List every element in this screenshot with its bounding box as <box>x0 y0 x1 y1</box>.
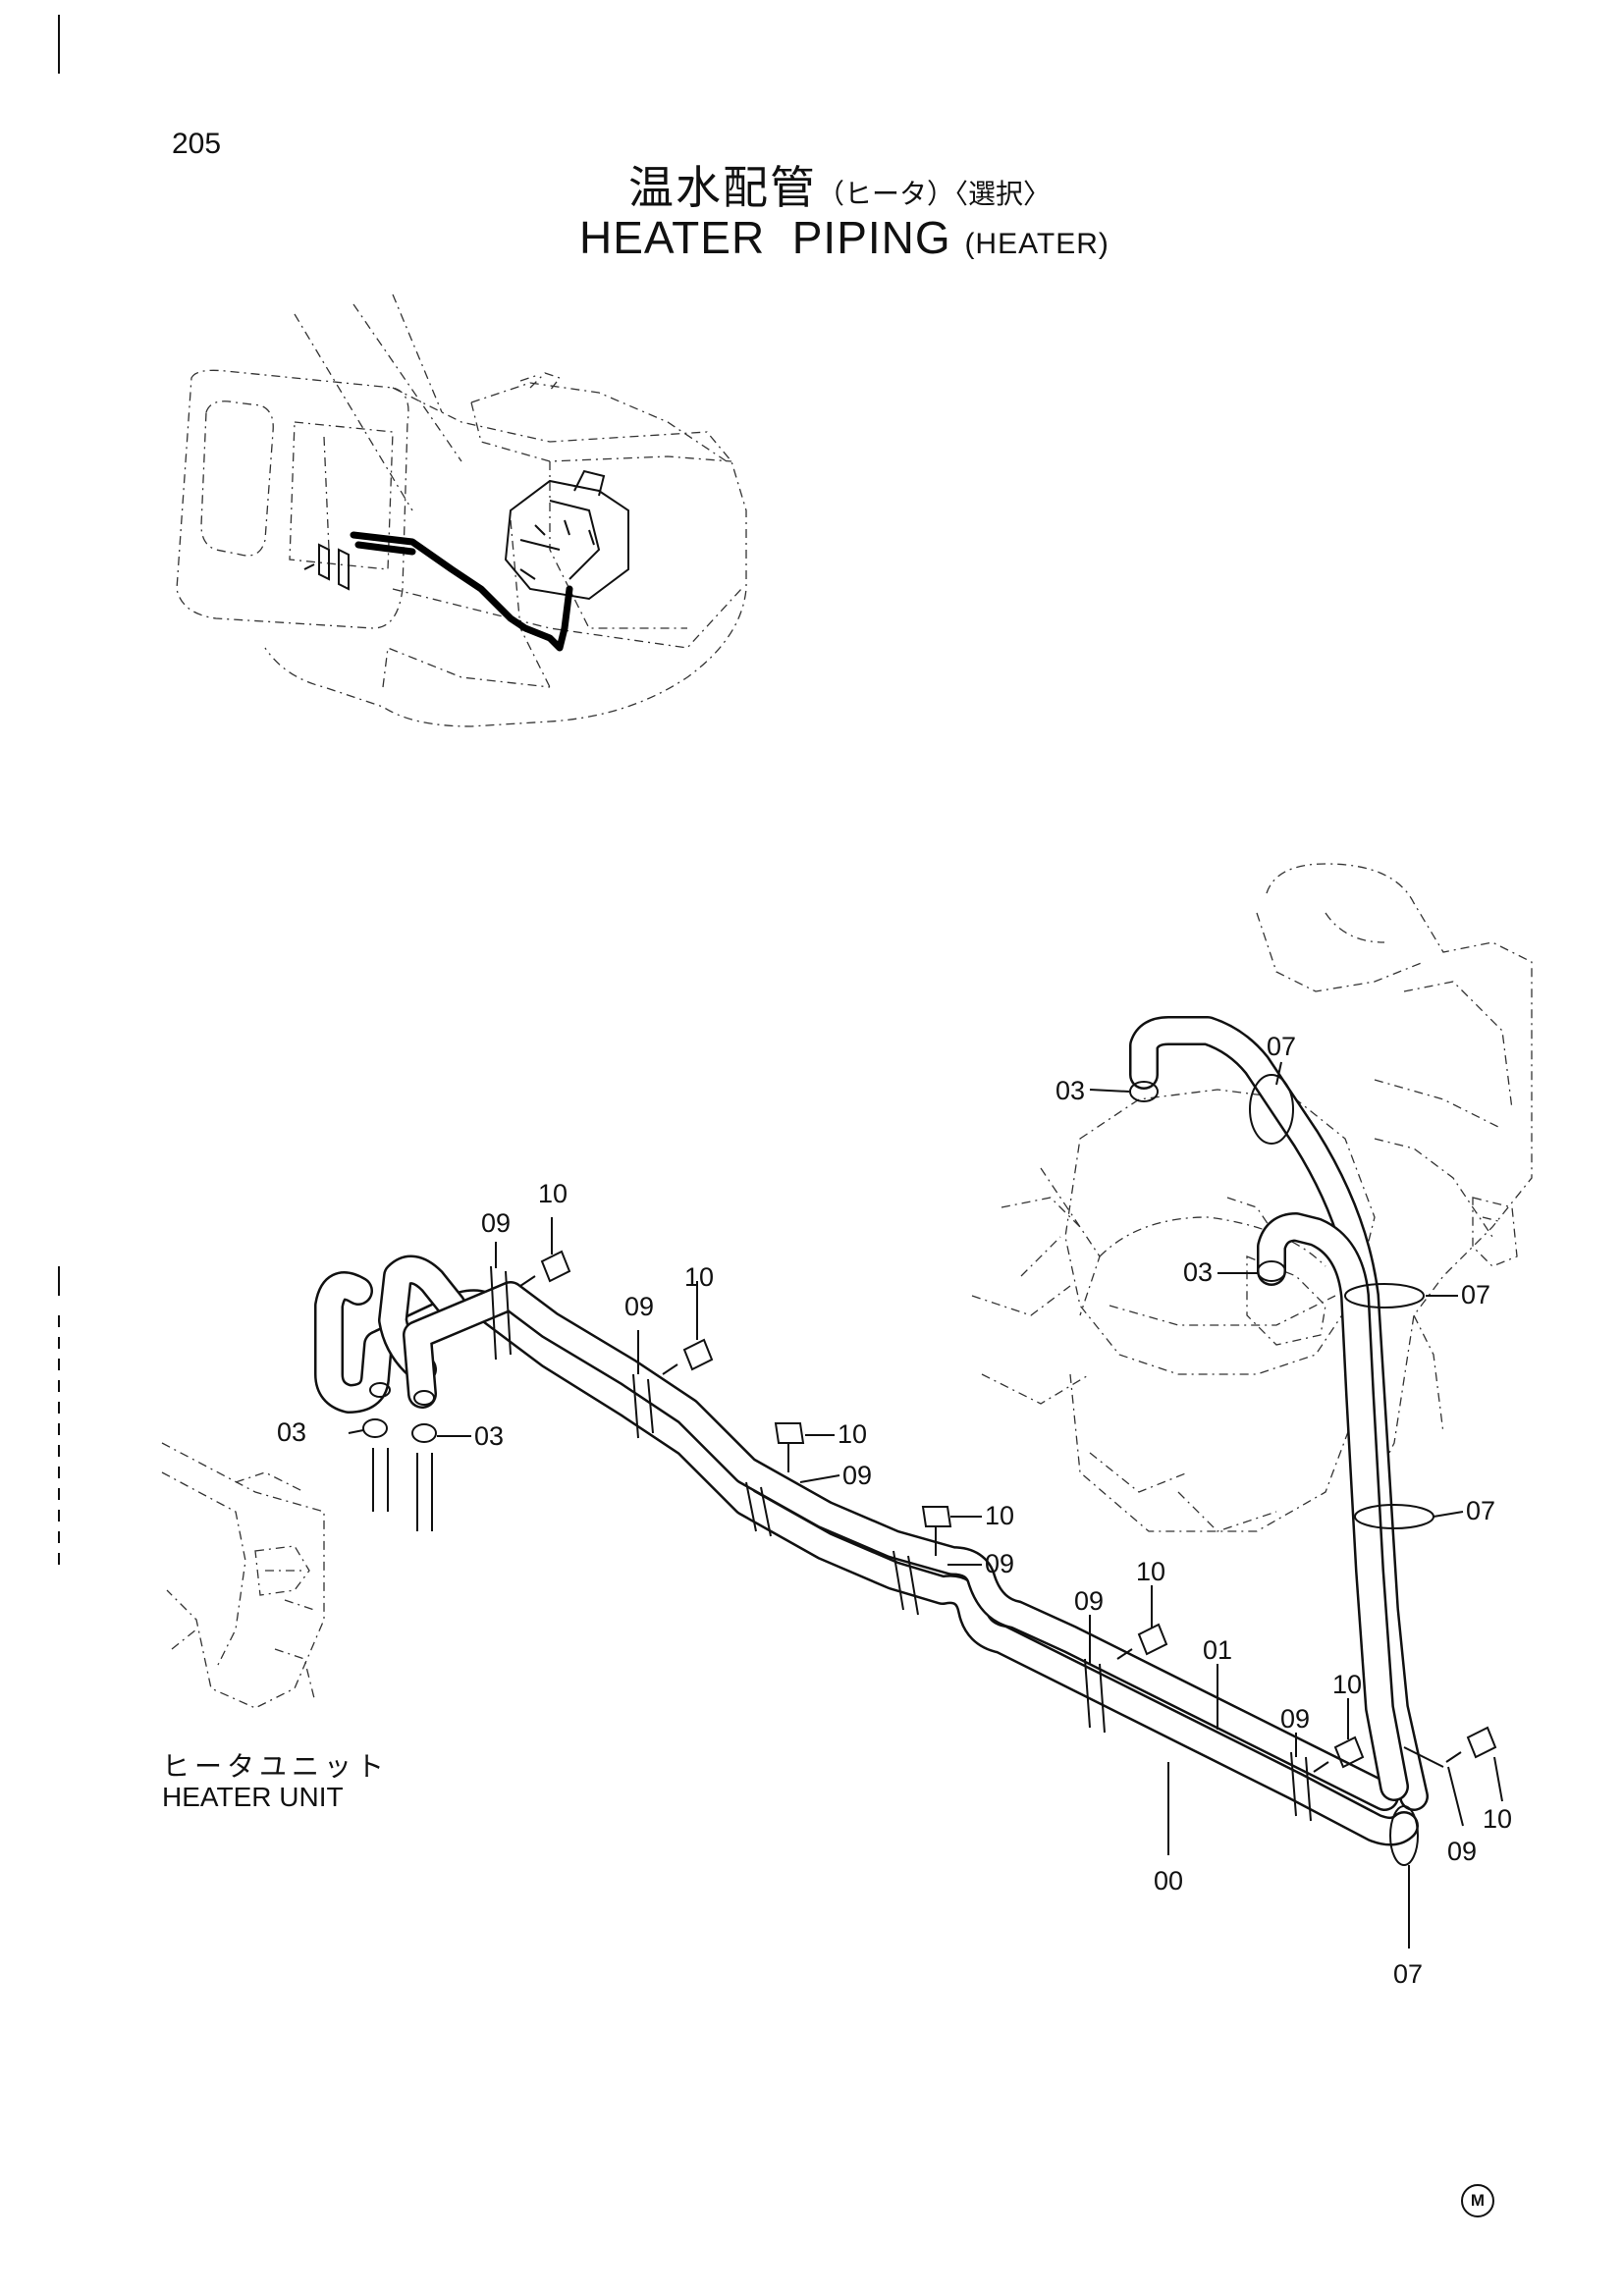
callout-label: 09 <box>1447 1837 1477 1866</box>
hose-clamps <box>362 1081 1286 1443</box>
callout-label: 09 <box>1074 1586 1104 1616</box>
heater-pipe-01 <box>378 1255 1399 1811</box>
title-japanese-main: 温水配管 <box>628 161 817 214</box>
callout-label: 10 <box>538 1179 568 1208</box>
callout-label: 07 <box>1461 1280 1490 1309</box>
title-english: HEATER PIPING (HEATER) <box>579 211 1109 264</box>
callout-label: 03 <box>1183 1257 1213 1287</box>
callout-label: 09 <box>1280 1704 1310 1734</box>
callout-label: 10 <box>838 1419 867 1449</box>
engine-outline <box>971 863 1533 1532</box>
page-number: 205 <box>172 128 222 160</box>
callout-label: 03 <box>474 1421 504 1451</box>
callout-label: 10 <box>1136 1557 1165 1586</box>
callout-label: 03 <box>277 1417 306 1447</box>
title-japanese-sub: （ヒータ）〈選択〉 <box>817 178 1052 210</box>
heater-unit-label-english: HEATER UNIT <box>162 1782 344 1812</box>
callout-label: 10 <box>1483 1804 1512 1834</box>
callout-label: 09 <box>842 1461 872 1490</box>
bolts <box>519 1250 1497 1773</box>
heater-unit-stubs <box>369 1382 435 1531</box>
heater-unit-outline <box>161 1442 325 1709</box>
callout-label: 10 <box>985 1501 1014 1530</box>
callout-label: 07 <box>1393 1959 1423 1989</box>
m-mark-icon: M <box>1461 2184 1494 2217</box>
callout-label: 09 <box>481 1208 511 1238</box>
title-english-main: HEATER PIPING <box>579 212 951 263</box>
callout-label: 07 <box>1267 1032 1296 1061</box>
callout-label: 03 <box>1055 1076 1085 1105</box>
callout-label: 09 <box>624 1292 654 1321</box>
title-japanese: 温水配管（ヒータ）〈選択〉 <box>628 152 1051 217</box>
excavator-overview <box>176 294 747 727</box>
heater-pipe-00 <box>314 1271 1419 1846</box>
title-english-sub: (HEATER) <box>964 228 1109 260</box>
callout-label: 09 <box>985 1549 1014 1578</box>
callout-label: 01 <box>1203 1635 1232 1665</box>
callout-label: 10 <box>1332 1670 1362 1699</box>
callout-label: 10 <box>684 1262 714 1292</box>
callout-label: 07 <box>1466 1496 1495 1525</box>
engine-hoses <box>1129 1016 1429 1811</box>
heater-unit-label-japanese: ヒータユニット <box>162 1750 390 1783</box>
callouts: 07 03 10 09 10 09 03 07 03 03 10 09 10 0… <box>277 1032 1512 1989</box>
leader-lines <box>348 1061 1503 1949</box>
callout-label: 00 <box>1154 1866 1183 1896</box>
